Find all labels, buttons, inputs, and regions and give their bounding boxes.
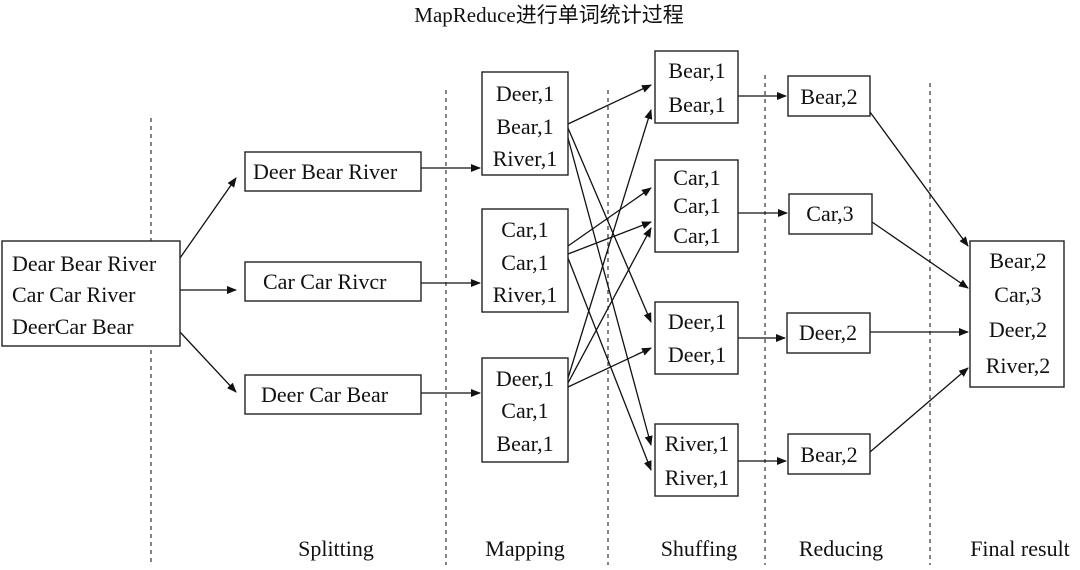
map-2-line-3: River,1 [493,282,558,307]
split-box-1: Deer Bear River [244,151,422,192]
reduce-text-3: Deer,2 [799,320,857,345]
arrow-map-3-to-shuffle-bear [567,109,653,379]
reduce-box-4: Bear,2 [787,433,871,475]
map-1-line-3: River,1 [493,146,558,171]
reduce-box-1: Bear,2 [787,75,871,117]
arrow-reduce-4-to-final [869,367,969,453]
stage-label-mapping: Mapping [485,536,564,561]
shuffle-box-car: Car,1 Car,1 Car,1 [654,159,739,253]
stage-label-splitting: Splitting [298,536,374,561]
arrow-map-1-to-shuffle-river [567,137,653,446]
map-3-line-2: Car,1 [501,398,548,423]
map-1-line-1: Deer,1 [496,81,554,106]
map-box-2: Car,1 Car,1 River,1 [481,208,569,313]
shuffle-river-line-2: River,1 [665,465,730,490]
map-1-line-2: Bear,1 [496,114,553,139]
split-box-2: Car Car Rivcr [244,261,422,302]
arrow-map-2-to-shuffle-river [567,257,652,471]
reduce-text-2: Car,3 [806,201,853,226]
shuffle-box-deer: Deer,1 Deer,1 [654,301,739,375]
connector-arrows [179,84,969,471]
arrow-map-2-to-shuffle-car-a [567,187,652,247]
final-line-2: Car,3 [994,282,1041,307]
stage-dividers [150,75,931,565]
split-text-1: Deer Bear River [253,159,398,184]
arrow-reduce-2-to-final [871,221,969,289]
map-2-line-1: Car,1 [501,217,548,242]
stage-label-reducing: Reducing [799,536,883,561]
arrow-map-3-to-shuffle-deer [567,347,652,388]
shuffle-box-bear: Bear,1 Bear,1 [654,50,739,124]
map-3-line-1: Deer,1 [496,366,554,391]
split-box-3: Deer Car Bear [244,374,422,415]
arrow-input-to-split-1 [179,177,237,259]
shuffle-river-line-1: River,1 [665,431,730,456]
arrow-map-1-to-shuffle-bear [567,84,652,125]
shuffle-car-line-2: Car,1 [673,193,720,218]
final-line-1: Bear,2 [989,248,1046,273]
map-box-1: Deer,1 Bear,1 River,1 [481,71,569,176]
input-line-2: Car Car River [12,282,136,307]
shuffle-bear-line-2: Bear,1 [668,92,725,117]
reduce-box-2: Car,3 [788,193,873,235]
arrow-input-to-split-3 [179,331,237,393]
shuffle-bear-line-1: Bear,1 [668,58,725,83]
reduce-text-4: Bear,2 [800,442,857,467]
arrow-map-3-to-shuffle-car [567,227,652,384]
input-line-3: DeerCar Bear [12,314,134,339]
final-line-3: Deer,2 [989,317,1047,342]
split-text-2: Car Car Rivcr [263,269,387,294]
reduce-box-3: Deer,2 [786,312,871,354]
diagram-title: MapReduce进行单词统计过程 [414,3,683,27]
arrow-map-2-to-shuffle-car-b [567,221,652,255]
reduce-text-1: Bear,2 [800,84,857,109]
final-line-4: River,2 [986,353,1051,378]
input-box: Dear Bear River Car Car River DeerCar Be… [1,240,181,347]
stage-label-shuffling: Shuffing [661,536,738,561]
shuffle-car-line-1: Car,1 [673,165,720,190]
shuffle-deer-line-1: Deer,1 [668,309,726,334]
shuffle-deer-line-2: Deer,1 [668,342,726,367]
map-3-line-3: Bear,1 [496,431,553,456]
map-2-line-2: Car,1 [501,250,548,275]
split-text-3: Deer Car Bear [261,382,389,407]
shuffle-car-line-3: Car,1 [673,223,720,248]
shuffle-box-river: River,1 River,1 [654,423,739,497]
input-line-1: Dear Bear River [12,251,157,276]
stage-labels: Splitting Mapping Shuffing Reducing Fina… [298,536,1070,561]
arrow-map-1-to-shuffle-deer [567,127,652,323]
map-box-3: Deer,1 Car,1 Bear,1 [481,357,569,463]
stage-label-final: Final result [970,536,1070,561]
arrow-reduce-1-to-final [869,111,969,247]
final-result-box: Bear,2 Car,3 Deer,2 River,2 [969,240,1065,388]
